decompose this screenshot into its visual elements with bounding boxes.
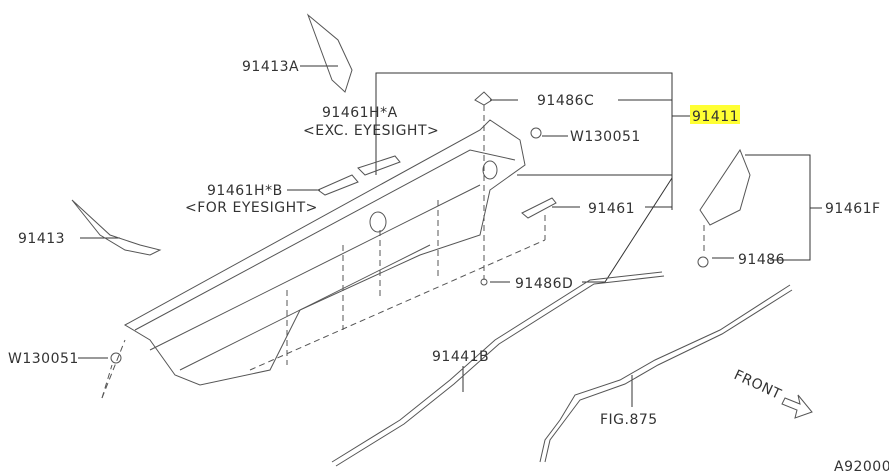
label-91413A[interactable]: 91413A — [242, 59, 299, 75]
label-91486C[interactable]: 91486C — [537, 93, 594, 109]
label-diagram-code: A92000 — [834, 459, 889, 471]
label-fig875[interactable]: FIG.875 — [600, 412, 658, 428]
label-91411[interactable]: 91411 — [692, 109, 739, 125]
label-for-eyesight: <FOR EYESIGHT> — [185, 200, 318, 216]
label-91413[interactable]: 91413 — [18, 231, 65, 247]
washer-hose — [539, 284, 793, 463]
label-front: FRONT — [731, 367, 783, 403]
label-exc-eyesight: <EXC. EYESIGHT> — [303, 123, 439, 139]
cowl-panel — [123, 119, 526, 386]
assembly-bracket — [375, 72, 690, 283]
leader-lines — [78, 65, 822, 407]
front-arrow — [781, 394, 813, 419]
label-91461HA[interactable]: 91461H*A — [322, 105, 398, 121]
label-91461F[interactable]: 91461F — [825, 201, 881, 217]
label-w130051-left[interactable]: W130051 — [8, 351, 79, 367]
part-highlight — [690, 105, 740, 124]
label-91441B[interactable]: 91441B — [432, 349, 489, 365]
label-91461HB[interactable]: 91461H*B — [207, 183, 283, 199]
dashed-guides — [101, 105, 705, 399]
label-w130051-top[interactable]: W130051 — [570, 129, 641, 145]
hose-91441B — [331, 271, 665, 467]
label-91486[interactable]: 91486 — [738, 252, 785, 268]
label-91461[interactable]: 91461 — [588, 201, 635, 217]
label-91486D[interactable]: 91486D — [515, 276, 573, 292]
small-parts — [71, 13, 751, 364]
